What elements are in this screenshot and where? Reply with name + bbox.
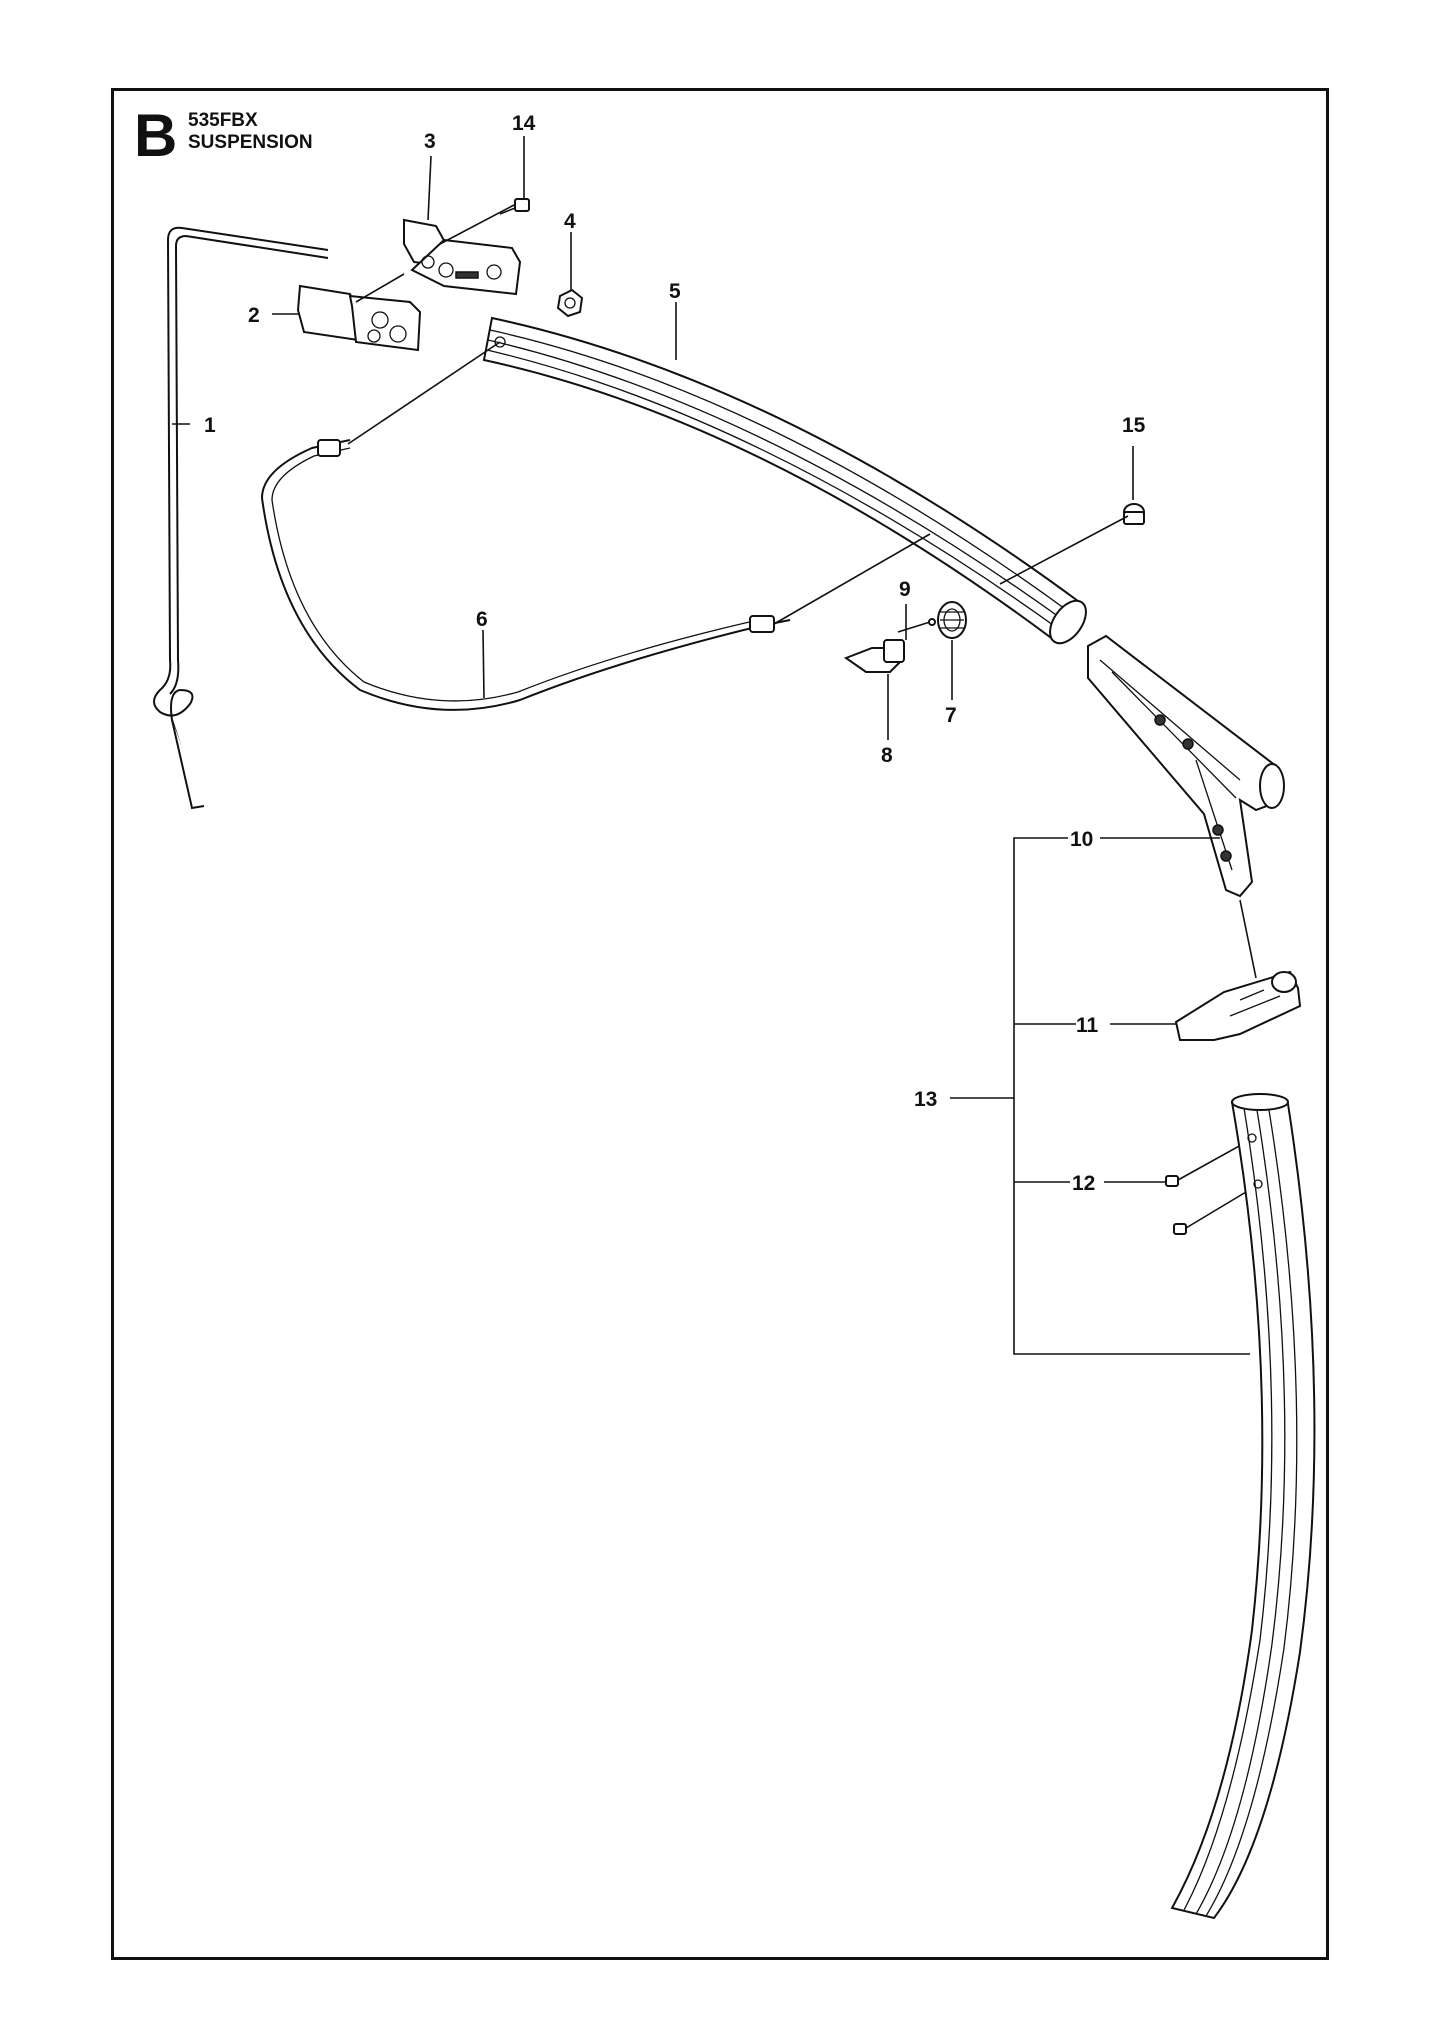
callout-11: 11 (1076, 1014, 1099, 1037)
part-3-bracket (403, 218, 522, 296)
callout-14: 14 (512, 112, 536, 135)
part-2-bracket (296, 284, 422, 352)
part-9-pin (897, 618, 936, 633)
drawing-frame (111, 88, 1329, 1960)
part-6-cable (260, 439, 791, 711)
callout-15: 15 (1122, 414, 1146, 437)
part-1-rod (153, 226, 329, 810)
part-8-knob (843, 639, 905, 673)
part-5-arm (482, 316, 1087, 645)
callout-2: 2 (248, 304, 260, 327)
model-name: 535FBX (188, 110, 258, 131)
callout-10: 10 (1070, 828, 1093, 851)
sheet-letter: B (134, 102, 178, 169)
assembly-bracket (950, 837, 1250, 1355)
section-title: SUSPENSION (188, 132, 313, 153)
part-14-screw (499, 198, 530, 215)
callout-9: 9 (899, 578, 911, 601)
part-15-cap (1123, 503, 1145, 525)
callout-4: 4 (564, 210, 576, 233)
callout-7: 7 (945, 704, 957, 727)
callout-6: 6 (476, 608, 488, 631)
callout-3: 3 (424, 130, 436, 153)
callout-5: 5 (669, 280, 681, 303)
leader-lines (172, 136, 1220, 1183)
part-11-clamp (1174, 899, 1302, 1041)
callout-12: 12 (1072, 1172, 1095, 1195)
part-13-tube (1170, 1093, 1316, 1920)
callout-8: 8 (881, 744, 893, 767)
part-10-handle (1087, 634, 1285, 898)
part-7-spring (937, 601, 967, 639)
callout-1: 1 (204, 414, 216, 437)
part-4-nut (556, 288, 584, 318)
callout-13: 13 (914, 1088, 937, 1111)
part-12-screws (1165, 1139, 1257, 1235)
